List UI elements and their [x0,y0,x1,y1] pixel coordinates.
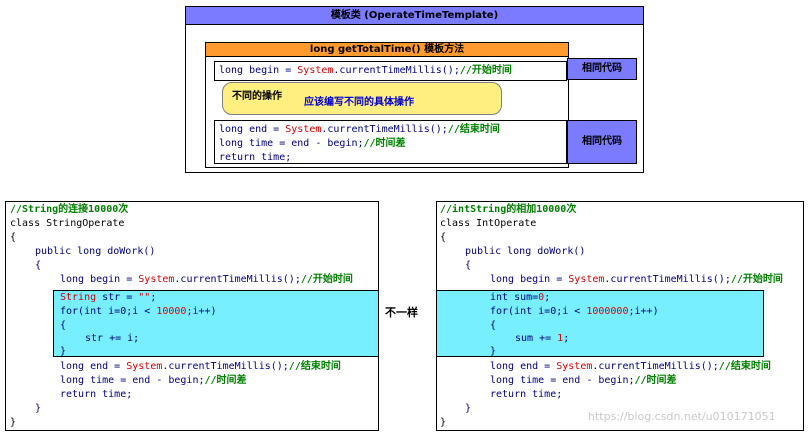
same-code-box-2: 相同代码 [567,120,637,164]
template-begin-code-box [214,61,567,81]
template-return-line: return time; [219,152,292,163]
difference-label: 不一样 [385,306,418,319]
template-class-title-bar: 模板类 (OperateTimeTemplate) [185,6,644,25]
right-diff-line-3: { [490,320,497,331]
left-diff-line-5: } [60,346,67,357]
right-return-line: return time; [490,389,563,400]
template-begin-line: long begin = System.currentTimeMillis();… [219,65,512,76]
right-diff-line-2: for(int i=0;i < 1000000;i++) [490,306,659,317]
left-diff-line-4: str += i; [85,333,140,344]
right-diff-line-1: int sum=0; [490,292,551,303]
left-diff-line-3: { [60,320,67,331]
right-time-line: long time = end - begin;//时间差 [490,375,677,386]
right-method-line: public long doWork() [465,246,586,257]
template-class-title: 模板类 (OperateTimeTemplate) [330,10,499,21]
right-class-line: class IntOperate [440,218,537,229]
right-diff-line-5: } [490,346,497,357]
right-open-brace-2: { [465,260,472,271]
different-operation-box [222,82,502,115]
watermark: https://blog.csdn.net/u010171051 [588,410,776,423]
right-header-comment: //intString的相加10000次 [440,204,577,215]
left-begin-line: long begin = System.currentTimeMillis();… [60,274,353,285]
left-diff-line-1: String str = ""; [60,292,157,303]
different-operation-note: 应该编写不同的具体操作 [304,97,414,108]
left-time-line: long time = end - begin;//时间差 [60,375,247,386]
left-open-brace-2: { [35,260,42,271]
template-end-code-box [214,120,567,164]
template-time-line: long time = end - begin;//时间差 [219,138,406,149]
left-close-brace-1: } [10,417,17,428]
same-code-label-1: 相同代码 [582,63,622,74]
left-class-line: class StringOperate [10,218,125,229]
template-method-title: long getTotalTime() 模板方法 [309,44,465,55]
left-end-line: long end = System.currentTimeMillis();//… [60,361,341,372]
left-header-comment: //String的连接10000次 [10,204,129,215]
right-open-brace-1: { [440,232,447,243]
left-return-line: return time; [60,389,133,400]
same-code-box-1: 相同代码 [567,58,637,80]
left-close-brace-2: } [35,403,42,414]
template-method-title-bar: long getTotalTime() 模板方法 [205,42,569,57]
right-end-line: long end = System.currentTimeMillis();//… [490,361,771,372]
same-code-label-2: 相同代码 [582,136,622,147]
left-open-brace-1: { [10,232,17,243]
template-end-line: long end = System.currentTimeMillis();//… [219,124,500,135]
right-begin-line: long begin = System.currentTimeMillis();… [490,274,783,285]
left-method-line: public long doWork() [35,246,156,257]
different-operation-label: 不同的操作 [232,91,282,102]
string-operate-diff-highlight [53,290,379,357]
right-close-brace-1: } [440,417,447,428]
right-diff-line-4: sum += 1; [515,333,570,344]
int-operate-diff-highlight [436,290,764,357]
left-diff-line-2: for(int i=0;i < 10000;i++) [60,306,217,317]
right-close-brace-2: } [465,403,472,414]
